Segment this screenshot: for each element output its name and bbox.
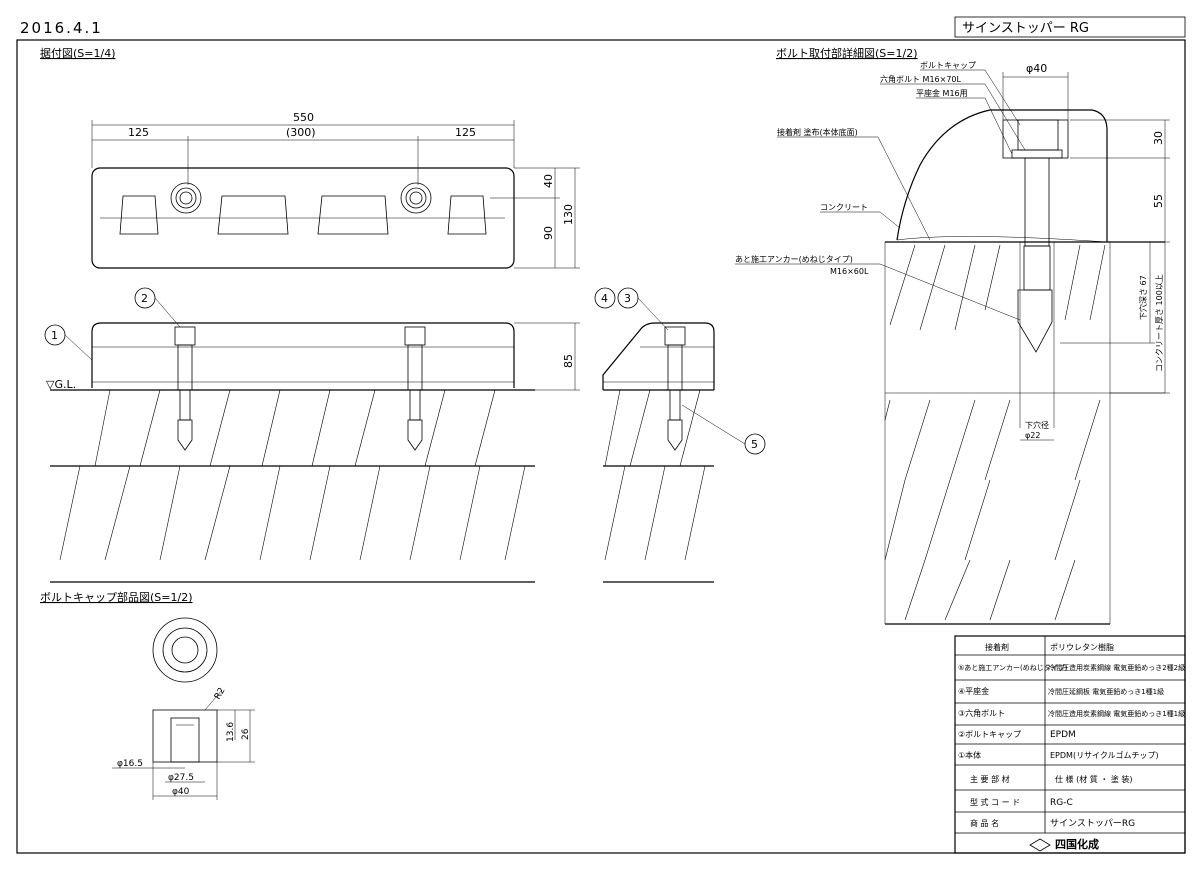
- product-title: サインストッパー RG: [962, 21, 1089, 36]
- plan-dim-130: 130: [562, 204, 575, 225]
- label-bolt-cap: ボルトキャップ: [920, 61, 976, 70]
- row-cap-part: ②ボルトキャップ: [958, 730, 1021, 739]
- cap-dim-27-5: φ27.5: [168, 773, 194, 783]
- drawing-date: 2016.4.1: [20, 19, 103, 37]
- detail-dim-concrete: コンクリート厚さ 100以上: [1155, 274, 1164, 372]
- cap-dim-16-5: φ16.5: [117, 759, 143, 769]
- callout-1: 1: [51, 329, 58, 342]
- detail-title: ボルト取付部詳細図(S=1/2): [776, 46, 918, 60]
- bolt-detail-drawing: 30 55 下穴深さ 67 コンクリート厚さ 100以上 φ40 下穴径 φ22…: [735, 61, 1170, 625]
- callout-5: 5: [751, 438, 758, 451]
- detail-dim-55: 55: [1152, 194, 1165, 208]
- ground-level-mark: ▽G.L.: [46, 378, 76, 391]
- detail-dim-hole-depth: 下穴深さ 67: [1138, 275, 1148, 320]
- label-hex-bolt: 六角ボルト M16×70L: [880, 74, 962, 84]
- detail-dim-30: 30: [1152, 131, 1165, 145]
- callout-2: 2: [141, 292, 148, 305]
- callout-4: 4: [601, 292, 608, 305]
- row-body-part: ①本体: [958, 750, 981, 760]
- main-parts-label: 主 要 部 材: [970, 774, 1010, 784]
- cap-dim-40: φ40: [172, 787, 190, 797]
- row-anchor-part: ⑤あと施工アンカー(めねじタイプ): [958, 663, 1068, 672]
- row-washer-spec: 冷間圧延鋼板 電気亜鉛めっき1種1級: [1048, 687, 1164, 696]
- model-code-label: 型 式 コ ー ド: [970, 797, 1020, 807]
- label-washer: 平座金 M16用: [916, 88, 968, 98]
- model-code: RG-C: [1050, 798, 1073, 808]
- row-anchor-spec: 冷間圧造用炭素鋼線 電気亜鉛めっき2種2級: [1048, 663, 1185, 672]
- plan-dim-total: 550: [293, 111, 314, 124]
- label-anchor: あと施工アンカー(めねじタイプ): [735, 254, 853, 264]
- product-name-label: 商 品 名: [970, 818, 999, 828]
- cap-dim-13-6: 13.6: [226, 722, 236, 742]
- section-view: 85 ▽G.L. 1 2: [44, 287, 580, 583]
- detail-hole-dia-label: 下穴径: [1025, 420, 1049, 430]
- label-concrete: コンクリート: [820, 203, 868, 212]
- plan-view: 550 125 (300) 125 40 90 130: [91, 111, 580, 269]
- spec-table: 接着剤 ポリウレタン樹脂 ⑤あと施工アンカー(めねじタイプ) 冷間圧造用炭素鋼線…: [954, 635, 1186, 854]
- label-adhesive: 接着剤 塗布(本体底面): [777, 127, 858, 137]
- row-body-spec: EPDM(リサイクルゴムチップ): [1050, 750, 1159, 760]
- cap-dim-26: 26: [241, 728, 251, 740]
- plan-dim-right: 125: [455, 126, 476, 139]
- title-box: [954, 16, 1186, 38]
- drawing-frame: [16, 39, 1186, 854]
- plan-dim-left: 125: [128, 126, 149, 139]
- plan-dim-90: 90: [542, 226, 555, 240]
- company-logo: 四国化成: [1029, 837, 1099, 852]
- spec-label: 仕 様 (材 質 ・ 塗 装): [1055, 774, 1133, 784]
- row-bolt-spec: 冷間圧造用炭素鋼線 電気亜鉛めっき1種1級: [1048, 709, 1185, 718]
- detail-dim-phi40: φ40: [1026, 62, 1047, 75]
- row-washer-part: ④平座金: [958, 686, 989, 696]
- row-bolt-part: ③六角ボルト: [958, 708, 1005, 718]
- detail-hole-dia: φ22: [1025, 431, 1040, 440]
- row-adhesive-part: 接着剤: [985, 642, 1009, 652]
- label-anchor-size: M16×60L: [830, 267, 869, 276]
- company-name: 四国化成: [1055, 837, 1099, 851]
- bolt-cap-title: ボルトキャップ部品図(S=1/2): [40, 590, 193, 604]
- plan-dim-40: 40: [542, 174, 555, 188]
- section-dim-85: 85: [562, 354, 575, 368]
- callout-3: 3: [624, 292, 631, 305]
- plan-view-title: 据付図(S=1/4): [40, 46, 116, 60]
- row-cap-spec: EPDM: [1050, 730, 1076, 740]
- bolt-cap-drawing: R2 13.6 26 φ16.5 φ27.5 φ40: [112, 617, 255, 800]
- product-name: サインストッパーRG: [1050, 818, 1135, 829]
- row-adhesive-spec: ポリウレタン樹脂: [1050, 642, 1114, 652]
- plan-dim-mid: (300): [286, 126, 316, 139]
- cap-dim-r2: R2: [213, 686, 228, 701]
- end-section-view: 4 3 5: [594, 287, 766, 583]
